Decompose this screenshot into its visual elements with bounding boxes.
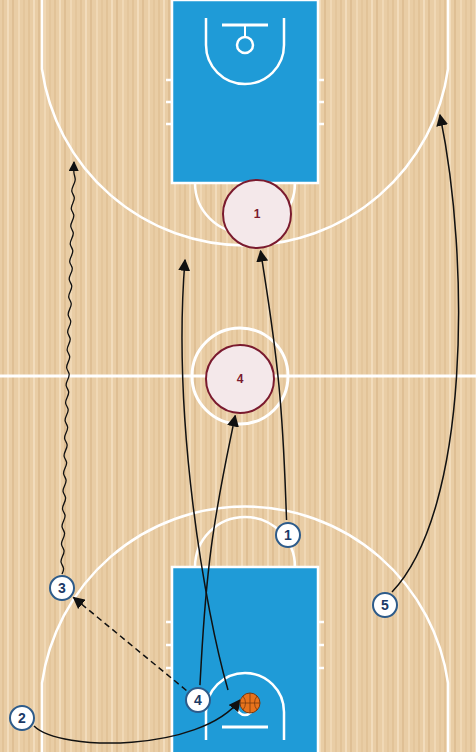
defender-ring [223, 180, 291, 248]
cut-path [182, 260, 228, 690]
player-circle: 4 [185, 687, 211, 713]
center-circle [192, 328, 288, 424]
player-circle: 1 [275, 522, 301, 548]
top-restricted-arc [206, 18, 284, 84]
bottom-backboard [222, 726, 268, 729]
top-hoop [237, 37, 253, 53]
player-number: 5 [381, 597, 389, 613]
dribble-line [61, 162, 75, 574]
cut-arrow [200, 416, 235, 685]
top-key [172, 0, 318, 183]
defender-ring [206, 345, 274, 413]
player-number: 1 [284, 527, 292, 543]
player-number: 4 [210, 372, 270, 386]
player-number: 3 [58, 580, 66, 596]
pass-line [74, 598, 187, 691]
basketball [240, 693, 260, 713]
bottom-three-point-arc [42, 507, 448, 752]
player-circle: 5 [372, 592, 398, 618]
top-rim-stem [244, 25, 246, 37]
dribble-path [61, 162, 75, 574]
player-number: 2 [18, 710, 26, 726]
player-circle: 2 [9, 705, 35, 731]
bottom-key-ticks [166, 622, 324, 668]
bottom-restricted-arc [206, 673, 284, 740]
defender-marker: 4 [210, 362, 270, 394]
player-number: 4 [194, 692, 202, 708]
player-number: 1 [227, 207, 287, 221]
bottom-key [172, 567, 318, 752]
player-circle: 3 [49, 575, 75, 601]
top-key-ticks [166, 80, 324, 124]
run-path [392, 115, 459, 592]
defender-marker: 1 [227, 197, 287, 229]
